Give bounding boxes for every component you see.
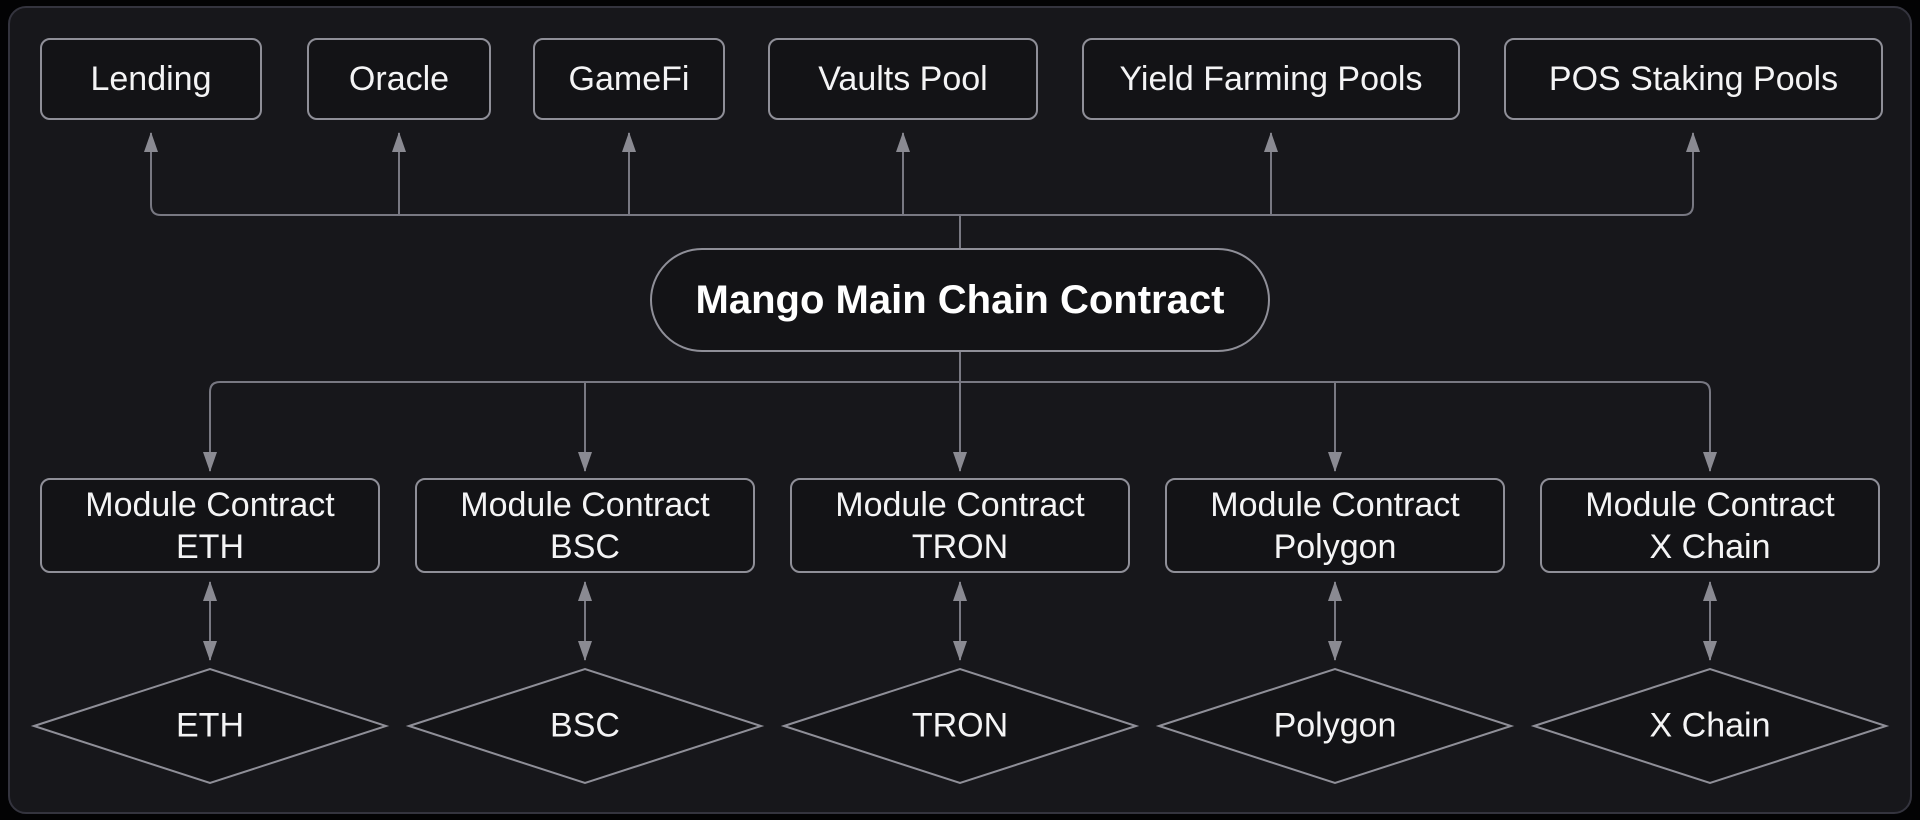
module-label-line1: Module Contract bbox=[85, 485, 335, 524]
node-yield-farming-pools: Yield Farming Pools bbox=[1082, 38, 1460, 120]
node-mango-main-chain-contract: Mango Main Chain Contract bbox=[650, 248, 1270, 352]
node-module-contract-eth: Module Contract ETH bbox=[40, 478, 380, 573]
module-label-line1: Module Contract bbox=[1210, 485, 1460, 524]
module-label-line1: Module Contract bbox=[460, 485, 710, 524]
diamond-eth-shape bbox=[30, 667, 390, 785]
diamond-polygon-shape bbox=[1155, 667, 1515, 785]
diamond-bsc-label: BSC bbox=[550, 706, 620, 745]
diamond-tron-shape bbox=[780, 667, 1140, 785]
diamond-eth-label: ETH bbox=[176, 706, 244, 745]
node-vaults-pool: Vaults Pool bbox=[768, 38, 1038, 120]
node-gamefi: GameFi bbox=[533, 38, 725, 120]
module-label-line2: BSC bbox=[550, 527, 620, 566]
node-module-contract-bsc: Module Contract BSC bbox=[415, 478, 755, 573]
node-module-contract-tron: Module Contract TRON bbox=[790, 478, 1130, 573]
diamond-bsc-shape bbox=[405, 667, 765, 785]
node-oracle: Oracle bbox=[307, 38, 491, 120]
module-label-line2: Polygon bbox=[1273, 527, 1397, 566]
module-label-line2: X Chain bbox=[1649, 527, 1771, 566]
node-module-contract-polygon: Module Contract Polygon bbox=[1165, 478, 1505, 573]
diamond-polygon-label: Polygon bbox=[1273, 706, 1397, 745]
edge-bus-top bbox=[144, 132, 1700, 216]
module-label-line2: TRON bbox=[911, 527, 1009, 566]
diamond-tron-label: TRON bbox=[911, 706, 1009, 745]
module-label-line1: Module Contract bbox=[835, 485, 1085, 524]
diamond-xchain-label: X Chain bbox=[1649, 706, 1771, 745]
node-module-contract-xchain: Module Contract X Chain bbox=[1540, 478, 1880, 573]
node-pos-staking-pools: POS Staking Pools bbox=[1504, 38, 1883, 120]
module-label-line2: ETH bbox=[176, 527, 244, 566]
module-label-line1: Module Contract bbox=[1585, 485, 1835, 524]
node-lending: Lending bbox=[40, 38, 262, 120]
diamond-xchain-shape bbox=[1530, 667, 1890, 785]
